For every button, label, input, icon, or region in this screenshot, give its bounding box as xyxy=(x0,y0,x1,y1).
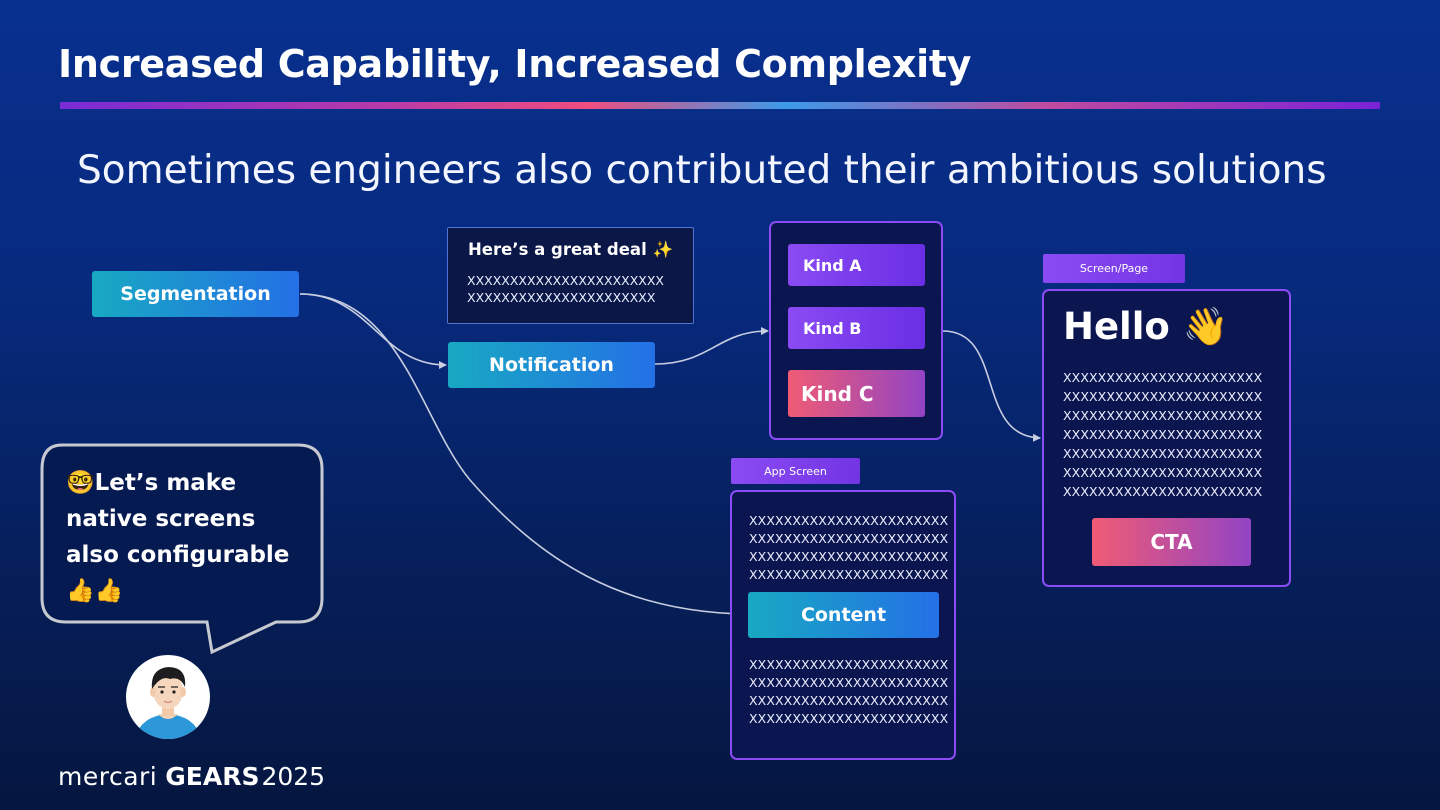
app-line: XXXXXXXXXXXXXXXXXXXXXXX xyxy=(749,531,949,546)
app-line: XXXXXXXXXXXXXXXXXXXXXXX xyxy=(749,711,949,726)
bubble-line: 👍👍 xyxy=(66,578,124,604)
deal-title: Here’s a great deal ✨ xyxy=(467,240,674,259)
screen-line: XXXXXXXXXXXXXXXXXXXXXXX xyxy=(1063,484,1263,499)
bubble-line: also configurable xyxy=(66,542,290,568)
screen-line: XXXXXXXXXXXXXXXXXXXXXXX xyxy=(1063,465,1263,480)
connector-segmentation-notification xyxy=(299,293,447,369)
screen-body-text: XXXXXXXXXXXXXXXXXXXXXXX XXXXXXXXXXXXXXXX… xyxy=(1063,368,1262,501)
slide-title: Increased Capability, Increased Complexi… xyxy=(58,42,972,86)
app-top-text: XXXXXXXXXXXXXXXXXXXXXXX XXXXXXXXXXXXXXXX… xyxy=(749,512,948,584)
app-bottom-text: XXXXXXXXXXXXXXXXXXXXXXX XXXXXXXXXXXXXXXX… xyxy=(749,656,948,728)
notification-node: Notification xyxy=(448,342,655,388)
bubble-text: 🤓Let’s make native screens also configur… xyxy=(66,465,306,609)
screen-line: XXXXXXXXXXXXXXXXXXXXXXX xyxy=(1063,389,1263,404)
kind-b-node: Kind B xyxy=(788,307,925,349)
notification-preview: Here’s a great deal ✨ XXXXXXXXXXXXXXXXXX… xyxy=(447,227,694,324)
bubble-line: 🤓Let’s make xyxy=(66,470,237,496)
app-line: XXXXXXXXXXXXXXXXXXXXXXX xyxy=(749,549,949,564)
deal-line: XXXXXXXXXXXXXXXXXXXXXXX xyxy=(467,273,664,288)
speech-bubble: 🤓Let’s make native screens also configur… xyxy=(44,445,324,625)
deal-line: XXXXXXXXXXXXXXXXXXXXXX xyxy=(467,290,656,305)
content-node: Content xyxy=(748,592,939,638)
kind-a-node: Kind A xyxy=(788,244,925,286)
screen-line: XXXXXXXXXXXXXXXXXXXXXXX xyxy=(1063,370,1263,385)
app-line: XXXXXXXXXXXXXXXXXXXXXXX xyxy=(749,657,949,672)
app-line: XXXXXXXXXXXXXXXXXXXXXXX xyxy=(749,675,949,690)
bubble-line: native screens xyxy=(66,506,256,532)
event-year: 2025 xyxy=(261,762,326,791)
screen-page-tag: Screen/Page xyxy=(1043,254,1185,283)
screen-line: XXXXXXXXXXXXXXXXXXXXXXX xyxy=(1063,427,1263,442)
app-screen-frame: XXXXXXXXXXXXXXXXXXXXXXX XXXXXXXXXXXXXXXX… xyxy=(730,490,956,760)
screen-page-frame: Hello 👋 XXXXXXXXXXXXXXXXXXXXXXX XXXXXXXX… xyxy=(1042,289,1291,587)
event-name: GEARS xyxy=(165,762,260,791)
deal-text: XXXXXXXXXXXXXXXXXXXXXXX XXXXXXXXXXXXXXXX… xyxy=(467,272,664,306)
speech-bubble-shape xyxy=(40,443,324,655)
app-line: XXXXXXXXXXXXXXXXXXXXXXX xyxy=(749,513,949,528)
screen-line: XXXXXXXXXXXXXXXXXXXXXXX xyxy=(1063,408,1263,423)
app-screen-tag: App Screen xyxy=(731,458,860,484)
slide-subtitle: Sometimes engineers also contributed the… xyxy=(77,148,1327,193)
avatar xyxy=(126,655,210,739)
title-gradient-rule xyxy=(60,102,1380,109)
app-line: XXXXXXXXXXXXXXXXXXXXXXX xyxy=(749,567,949,582)
segmentation-node: Segmentation xyxy=(92,271,299,317)
app-line: XXXXXXXXXXXXXXXXXXXXXXX xyxy=(749,693,949,708)
connector-kinds-screen xyxy=(942,330,1041,442)
kind-c-node: Kind C xyxy=(788,370,925,417)
connector-segmentation-content xyxy=(299,293,747,618)
brand-name: mercari xyxy=(58,762,158,791)
hello-heading: Hello 👋 xyxy=(1063,305,1229,348)
cta-button: CTA xyxy=(1092,518,1251,566)
screen-line: XXXXXXXXXXXXXXXXXXXXXXX xyxy=(1063,446,1263,461)
connector-notification-kinds xyxy=(654,327,769,365)
